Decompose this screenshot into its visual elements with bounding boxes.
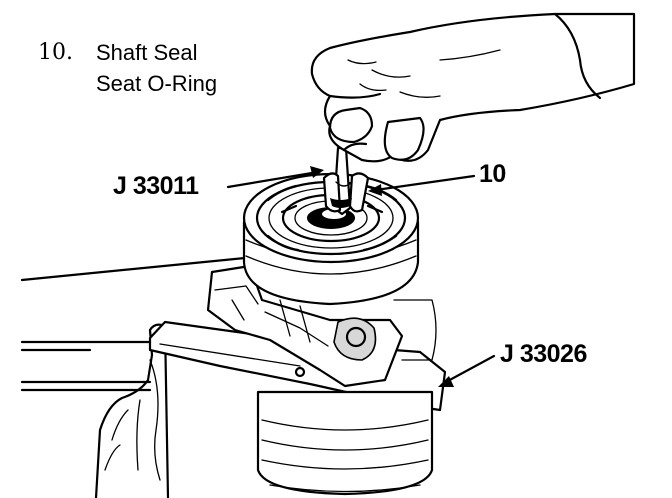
compressor-bracket bbox=[206, 264, 437, 388]
bench-lines bbox=[20, 256, 247, 392]
compressor-body bbox=[256, 390, 434, 496]
callout-10: 10 bbox=[479, 160, 506, 188]
hand bbox=[310, 12, 636, 163]
legend-line-2: Seat O-Ring bbox=[96, 71, 218, 96]
callout-j33026: J 33026 bbox=[500, 340, 587, 368]
legend-number: 10. bbox=[38, 40, 73, 65]
leader-lines bbox=[226, 166, 496, 387]
vise-cloth bbox=[94, 323, 170, 498]
seal-tool bbox=[322, 146, 370, 216]
legend-line-1: Shaft Seal bbox=[96, 40, 198, 65]
callout-j33011: J 33011 bbox=[113, 172, 199, 200]
